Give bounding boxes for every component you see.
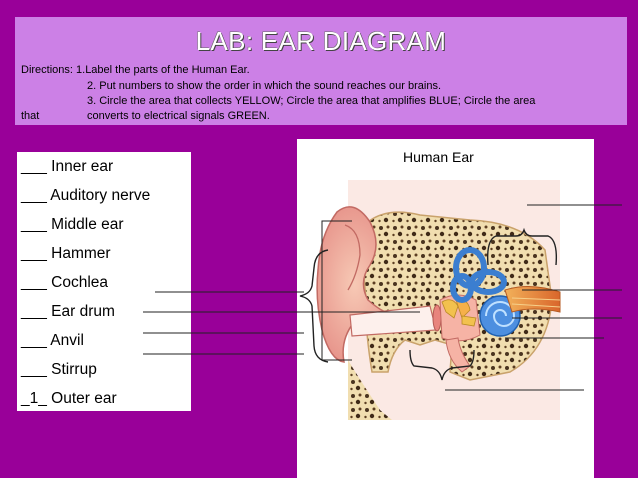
word-bank: ___ Inner ear ___ Auditory nerve ___ Mid… — [17, 152, 191, 411]
word-bank-item: ___ Hammer — [21, 245, 111, 262]
semicircular-canals — [450, 247, 507, 303]
bottom-brace — [409, 349, 475, 381]
word-bank-item: _1_ Outer ear — [21, 390, 117, 407]
slide-title: LAB: EAR DIAGRAM — [195, 26, 447, 56]
lower-bone — [348, 360, 392, 420]
word-bank-item: ___ Stirrup — [21, 361, 97, 378]
pinna-fold — [344, 224, 361, 291]
word-bank-item: ___ Cochlea — [21, 274, 109, 291]
nerve-fibers — [511, 297, 561, 308]
middle-ear-brace — [299, 249, 329, 363]
label-lines — [143, 204, 622, 391]
word-bank-item: ___ Ear drum — [21, 303, 115, 320]
directions-line-4-prefix: that — [21, 110, 40, 122]
word-bank-item: ___ Anvil — [21, 332, 84, 349]
inner-ear-brace — [486, 227, 558, 266]
directions-line-2: 2. Put numbers to show the order in whic… — [87, 80, 442, 92]
directions-line-3: 3. Circle the area that collects YELLOW;… — [87, 95, 536, 107]
directions-header: LAB: EAR DIAGRAM Directions: 1.Label the… — [15, 17, 627, 125]
word-bank-item: ___ Middle ear — [21, 216, 124, 233]
ear-illustration — [316, 180, 561, 420]
word-bank-item: ___ Auditory nerve — [21, 187, 151, 204]
ear-drum — [432, 304, 442, 332]
directions-line-4: converts to electrical signals GREEN. — [87, 110, 270, 122]
diagram-caption: Human Ear — [403, 149, 474, 165]
directions-line-1: Directions: 1.Label the parts of the Hum… — [21, 64, 250, 76]
stirrup-bone — [461, 315, 477, 327]
hammer-bone — [441, 299, 459, 319]
word-bank-item: ___ Inner ear — [21, 158, 114, 175]
outer-ear-bracket — [321, 220, 352, 361]
